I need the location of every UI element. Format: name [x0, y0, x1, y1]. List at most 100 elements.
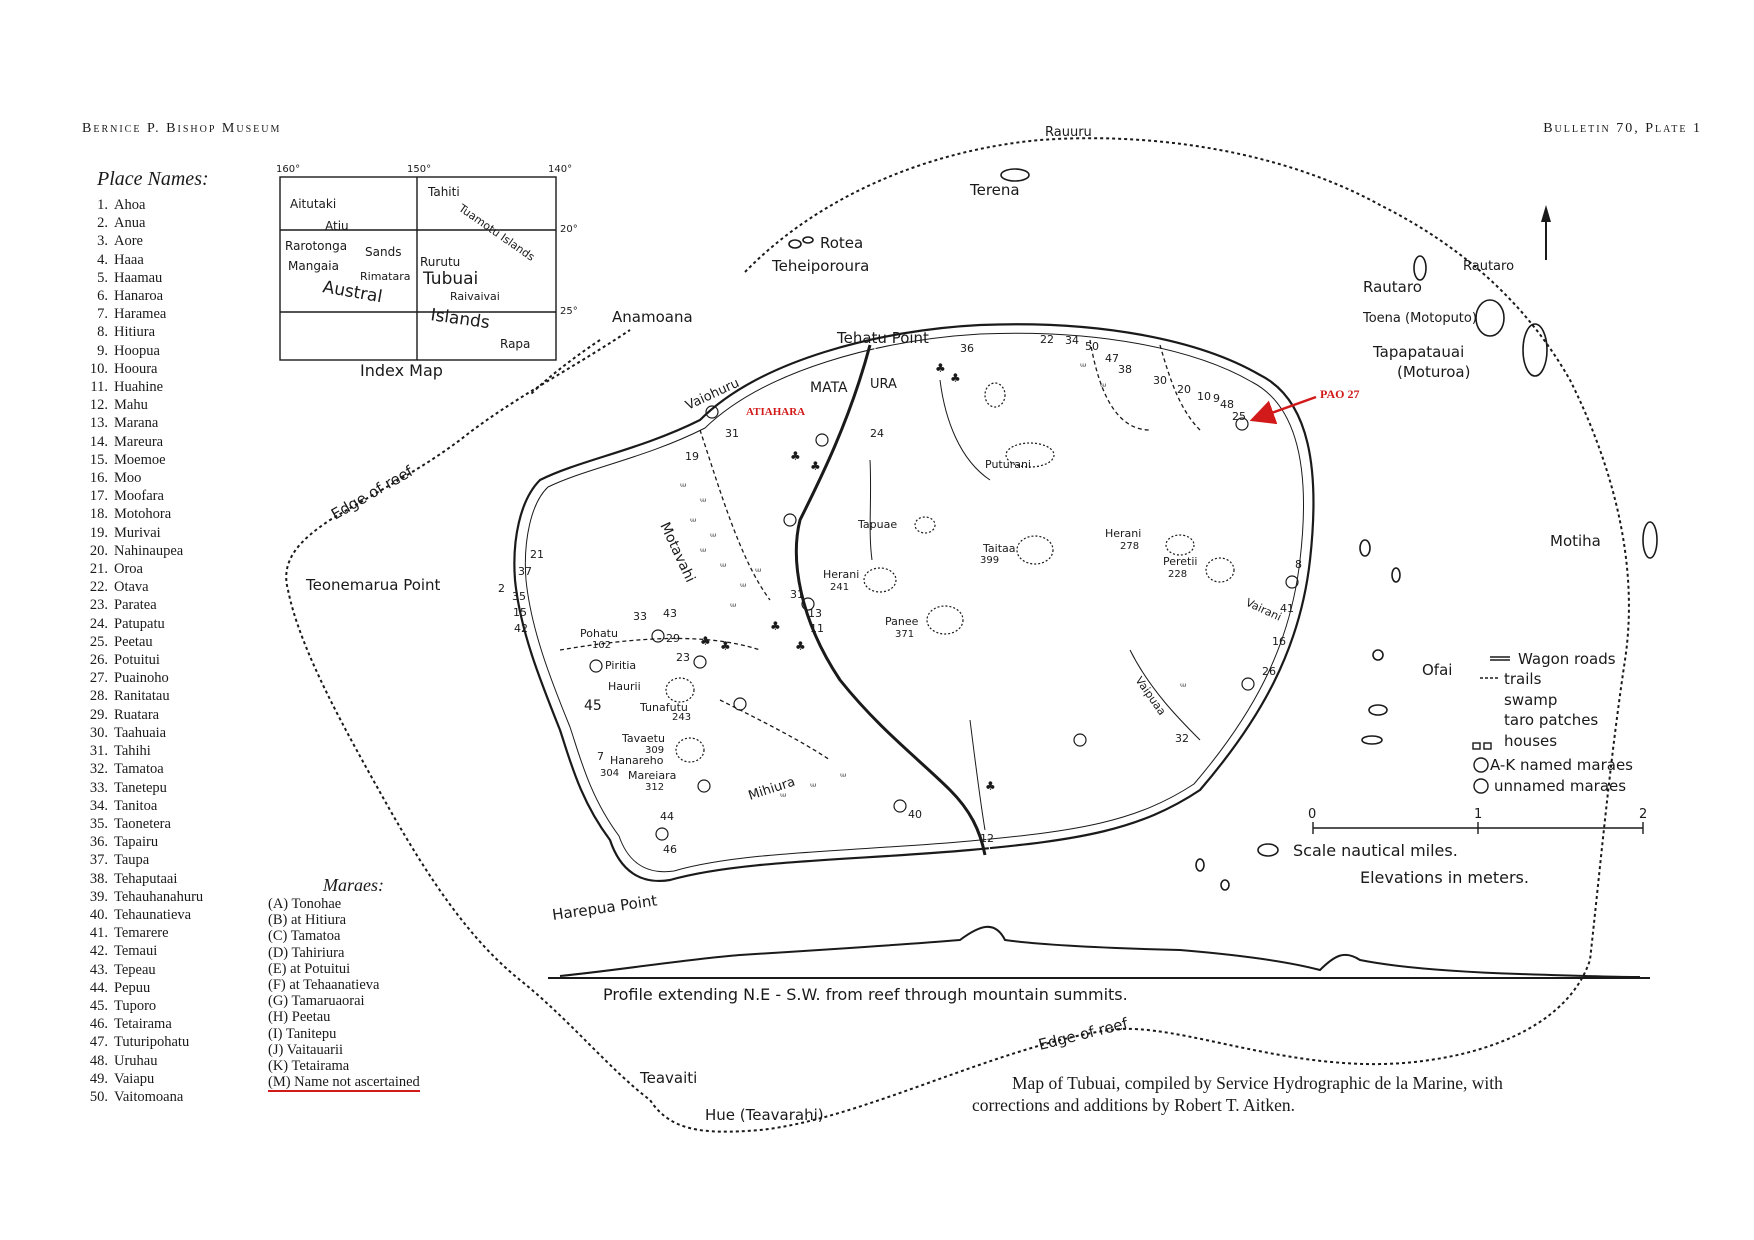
place-name-number: 16. [89, 470, 108, 487]
index-label-tahiti: Tahiti [427, 185, 460, 199]
scale-bar [1312, 822, 1644, 834]
svg-text:♣: ♣ [810, 459, 821, 473]
place-name-item: 1.Ahoa [82, 196, 203, 214]
place-name-number: 41. [89, 925, 108, 942]
label-tehatu: Tehatu Point [836, 329, 929, 347]
place-name-number: 10. [89, 360, 108, 377]
place-name-number: 9. [97, 342, 108, 359]
legend-trails: trails [1504, 670, 1542, 688]
place-name-number: 13. [89, 415, 108, 432]
place-name-number: 47. [89, 1034, 108, 1051]
label-taitaa: Taitaa [982, 542, 1016, 555]
map-num-33: 33 [633, 610, 647, 623]
hill-peretii [1205, 557, 1235, 583]
index-lon-140: 140° [548, 164, 572, 175]
place-name-text: Tehauhanahuru [114, 888, 204, 905]
index-label-rurutu: Rurutu [420, 255, 460, 269]
map-num-13: 13 [808, 607, 822, 620]
label-mata: MATA [810, 380, 848, 396]
place-name-number: 1. [97, 197, 108, 213]
map-num-19: 19 [685, 450, 699, 463]
place-name-item: 12.Mahu [82, 396, 203, 414]
index-label-mangaia: Mangaia [288, 259, 339, 273]
place-name-text: Moofara [114, 488, 164, 505]
hill-puturani [1005, 442, 1055, 468]
islet-rautaro [1413, 255, 1427, 281]
scale-0: 0 [1308, 807, 1316, 822]
place-name-text: Hanaroa [114, 288, 164, 305]
map-num-50: 50 [1085, 340, 1099, 353]
map-num-8: 8 [1295, 558, 1302, 571]
svg-text:♣: ♣ [985, 779, 996, 793]
place-name-item: 28.Ranitatau [82, 687, 203, 705]
map-num-35: 35 [512, 590, 526, 603]
index-label-aitutaki: Aitutaki [290, 197, 336, 211]
label-tunafutu: Tunafutu [639, 701, 688, 714]
place-name-number: 39. [89, 888, 108, 905]
legend-houses: houses [1504, 732, 1557, 750]
index-lat-25: 25° [560, 306, 578, 317]
header-left: Bernice P. Bishop Museum [82, 121, 282, 136]
islet-tapapatauai [1522, 323, 1548, 377]
marae-item: (G) Tamaruaorai [268, 993, 365, 1010]
svg-text:ᵚ: ᵚ [700, 547, 706, 558]
svg-text:♣: ♣ [720, 639, 731, 653]
map-num-2: 2 [498, 582, 505, 595]
place-name-text: Tuturipohatu [114, 1034, 190, 1051]
maraes-title: Maraes: [323, 875, 384, 895]
map-num-11: 11 [810, 622, 824, 635]
label-motiha: Motiha [1550, 532, 1601, 550]
place-name-item: 31.Tahihi [82, 742, 203, 760]
label-moturoa: (Moturoa) [1397, 363, 1470, 381]
label-elev-304: 304 [600, 768, 619, 779]
islet-east-7 [1195, 858, 1205, 872]
place-name-number: 40. [89, 906, 108, 923]
place-name-item: 32.Tamatoa [82, 760, 203, 778]
place-name-text: Moemoe [114, 451, 166, 468]
place-name-number: 44. [89, 979, 108, 996]
place-name-number: 2. [97, 215, 108, 232]
label-vairani: Vairani [1244, 596, 1284, 624]
scale-1: 1 [1474, 807, 1482, 822]
label-peretii: Peretii [1163, 555, 1197, 568]
index-label-rimatara: Rimatara [360, 270, 410, 283]
place-name-text: Ranitatau [114, 688, 170, 705]
place-name-number: 31. [89, 743, 108, 760]
place-name-text: Tanetepu [114, 779, 167, 796]
stream-3 [1129, 649, 1201, 741]
scale-2: 2 [1639, 807, 1647, 822]
index-map-frame [279, 176, 557, 361]
place-name-number: 7. [97, 306, 108, 323]
index-map [279, 176, 557, 361]
svg-text:♣: ♣ [700, 634, 711, 648]
marae-item: (A) Tonohae [268, 896, 342, 912]
marae-item: (M) Name not ascertained [268, 1074, 420, 1093]
index-label-raivaivai: Raivaivai [450, 290, 500, 303]
place-name-item: 40.Tehaunatieva [82, 906, 203, 924]
place-name-text: Haramea [114, 306, 167, 323]
map-num-44: 44 [660, 810, 674, 823]
place-name-text: Anua [114, 215, 146, 232]
map-num-48: 48 [1220, 398, 1234, 411]
marae-item: (I) Tanitepu [268, 1025, 337, 1042]
place-name-item: 25.Peetau [82, 633, 203, 651]
map-num-25: 25 [1232, 410, 1246, 423]
place-name-item: 9.Hoopua [82, 342, 203, 360]
place-name-number: 45. [89, 997, 108, 1014]
svg-text:ᵚ: ᵚ [1100, 382, 1106, 393]
legend-unnamed: unnamed maraes [1494, 777, 1626, 795]
map-num-16: 16 [1272, 635, 1286, 648]
place-name-text: Vaiapu [114, 1070, 155, 1087]
hill-taitaa [1016, 535, 1054, 565]
islet-toena [1475, 299, 1505, 337]
place-name-item: 24.Patupatu [82, 615, 203, 633]
reef-segment-nw [529, 339, 601, 396]
place-name-number: 36. [89, 834, 108, 851]
label-tavaetu: Tavaetu [621, 732, 665, 745]
islet-east-8 [1220, 879, 1230, 891]
atiahara-annotation: ATIAHARA [746, 406, 805, 418]
index-label-rarotonga: Rarotonga [285, 239, 347, 253]
svg-text:ᵚ: ᵚ [1080, 362, 1086, 373]
place-name-number: 35. [89, 815, 108, 832]
place-name-number: 23. [89, 597, 108, 614]
